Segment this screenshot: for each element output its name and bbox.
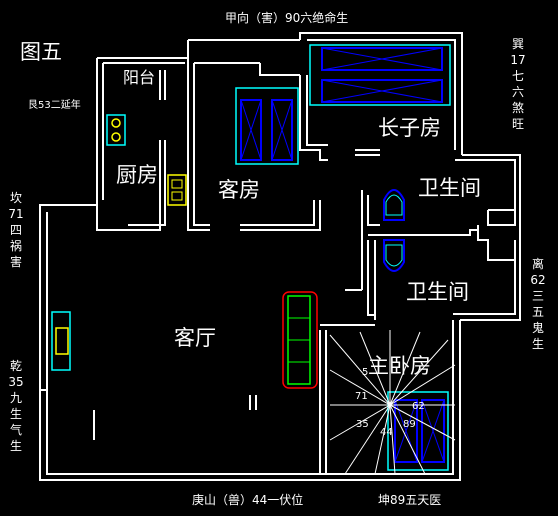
center-marker-5: 5 [362,367,369,378]
center-marker-35: 35 [356,419,369,430]
figure-title: 图五 [20,40,62,64]
center-marker-62: 62 [412,401,425,412]
bathroom-fixtures [383,189,405,272]
room-label-living-room: 客厅 [174,326,216,350]
direction-top: 甲向（害）90六绝命生 [225,11,349,25]
walls [39,32,521,481]
center-marker-71: 71 [355,391,368,402]
room-label-kitchen: 厨房 [116,163,158,187]
room-label-bathroom-1: 卫生间 [418,176,481,200]
center-marker-89: 89 [403,419,416,430]
direction-left-side-2: 乾35九生气生 [8,359,24,453]
room-label-balcony: 阳台 [123,68,156,87]
direction-bottom-left: 庚山（兽）44一伏位 [192,493,304,507]
direction-right-side-1: 巽17七六煞旺 [510,37,526,131]
eldest-room-beds [309,44,451,106]
kitchen-fixtures [106,114,187,206]
room-label-bathroom-2: 卫生间 [406,280,469,304]
direction-bottom-right: 坤89五天医 [378,493,442,507]
sofa [282,291,318,389]
direction-left-side-1: 坎71四祸害 [8,191,24,269]
direction-left-top: 艮53二延年 [28,100,81,111]
room-label-eldest-son: 长子房 [378,116,441,140]
room-label-master-bedroom: 主卧房 [368,354,431,378]
tv-cabinet [51,311,71,371]
direction-right-side-2: 离62三五鬼生 [530,257,546,351]
center-marker-44: 44 [380,427,393,438]
room-label-guest-room: 客房 [218,178,260,202]
guest-room-beds [235,87,299,165]
compass-rays [329,330,456,475]
